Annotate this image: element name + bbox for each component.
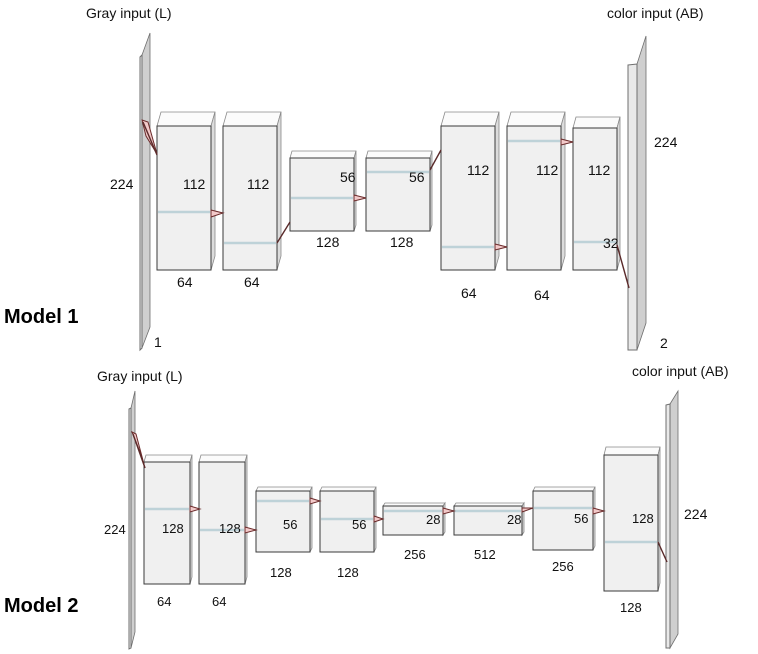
model2-block-2-channels: 64 <box>212 594 226 609</box>
model2-block-7-size: 56 <box>574 511 588 526</box>
model2-block-4-size: 56 <box>352 517 366 532</box>
model2-block-8 <box>603 446 661 592</box>
model2-output-label: color input (AB) <box>632 363 728 379</box>
model1-output-height: 224 <box>654 134 678 150</box>
model1-block-7-channels: 32 <box>603 235 619 251</box>
model2-block-7-channels: 256 <box>552 559 574 574</box>
model2-block-8-channels: 128 <box>620 600 642 615</box>
model2-block-3 <box>255 486 313 553</box>
model1-connectors <box>141 119 630 289</box>
model1-block-7-size: 112 <box>588 162 611 178</box>
model1-block-6-size: 112 <box>536 162 559 178</box>
model1: Gray input (L) color input (AB) Model 1 … <box>4 5 703 352</box>
model2: Gray input (L) color input (AB) Model 2 … <box>4 363 728 650</box>
model2-title: Model 2 <box>4 595 78 617</box>
model1-block-3 <box>289 150 357 232</box>
model1-block-3-channels: 128 <box>316 234 340 250</box>
model1-input-height: 224 <box>110 176 134 192</box>
model1-block-6-channels: 64 <box>534 287 550 303</box>
model2-block-5-channels: 256 <box>404 547 426 562</box>
model1-input-label: Gray input (L) <box>86 5 172 21</box>
model1-output-slab <box>627 35 647 351</box>
model2-block-1-size: 128 <box>162 521 184 536</box>
model2-block-1 <box>143 454 193 585</box>
model1-input-slab <box>139 32 151 352</box>
model1-output-label: color input (AB) <box>607 5 703 21</box>
model2-input-label: Gray input (L) <box>97 368 183 384</box>
model2-block-1-channels: 64 <box>157 594 171 609</box>
model1-block-5-channels: 64 <box>461 285 477 301</box>
model2-block-8-size: 128 <box>632 511 654 526</box>
model1-block-6 <box>506 111 566 271</box>
model1-block-2 <box>222 111 282 271</box>
model1-title: Model 1 <box>4 306 78 328</box>
model1-block-5-size: 112 <box>467 162 490 178</box>
model2-input-slab <box>128 390 136 650</box>
model1-block-1 <box>156 111 216 271</box>
model2-block-6-channels: 512 <box>474 547 496 562</box>
model2-block-5 <box>382 501 446 537</box>
model1-output-depth: 2 <box>660 335 668 351</box>
model1-block-4-channels: 128 <box>390 234 414 250</box>
model2-output-slab <box>665 389 679 650</box>
model2-block-4-channels: 128 <box>337 565 359 580</box>
model2-block-4 <box>319 486 377 553</box>
model2-block-7 <box>532 486 596 551</box>
model1-block-7 <box>572 116 621 271</box>
model2-connectors <box>131 430 668 563</box>
model2-block-6 <box>453 501 525 537</box>
model2-block-2-size: 128 <box>219 521 241 536</box>
model1-block-4 <box>365 150 433 232</box>
model2-block-2 <box>198 454 248 585</box>
model1-block-1-channels: 64 <box>177 274 193 290</box>
model2-input-height: 224 <box>104 522 126 537</box>
model1-input-depth: 1 <box>154 334 162 350</box>
model1-block-1-size: 112 <box>183 176 206 192</box>
model1-block-3-size: 56 <box>340 169 356 185</box>
model2-block-5-size: 28 <box>426 512 440 527</box>
model1-block-2-size: 112 <box>247 176 270 192</box>
model1-block-5 <box>440 111 500 271</box>
model2-output-height: 224 <box>684 506 708 522</box>
model2-block-3-size: 56 <box>283 517 297 532</box>
model2-block-6-size: 28 <box>507 512 521 527</box>
model1-block-2-channels: 64 <box>244 274 260 290</box>
model1-block-4-size: 56 <box>409 169 425 185</box>
model2-block-3-channels: 128 <box>270 565 292 580</box>
